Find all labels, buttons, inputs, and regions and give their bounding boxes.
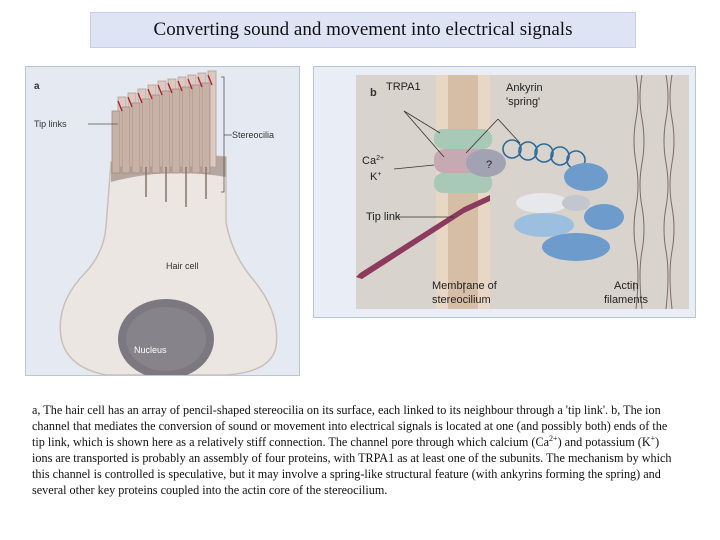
tip-link-label: Tip link — [366, 211, 401, 223]
stereocilia-label: Stereocilia — [232, 130, 274, 140]
panel-b-letter: b — [370, 87, 377, 99]
hair-cell-body — [59, 153, 278, 376]
trpa1-label: TRPA1 — [386, 81, 421, 93]
membrane-label-line-2: stereocilium — [432, 294, 491, 306]
hair-cell-label: Hair cell — [166, 261, 199, 271]
tip-link-shape — [356, 207, 464, 279]
actin-label-line-1: Actin — [614, 280, 638, 292]
coupling-proteins — [514, 163, 624, 261]
membrane-label-line-1: Membrane of — [432, 280, 498, 292]
unknown-protein — [466, 149, 506, 177]
figure-caption: a, The hair cell has an array of pencil-… — [32, 403, 672, 497]
stereocilia-bundle — [111, 70, 217, 207]
panel-a-letter: a — [34, 81, 40, 92]
actin-filaments-shape — [633, 74, 675, 310]
hair-cell-illustration: a Tip links Stereocilia Hair cell Nucleu… — [26, 67, 299, 379]
potassium-label: K+ — [370, 171, 381, 183]
question-mark-label: ? — [486, 159, 492, 171]
ankyrin-label-line-1: Ankyrin — [506, 82, 543, 94]
panel-b-ion-channel-figure: b TRPA1 Ankyrin 'spring' Ca2+ K+ ? Tip l… — [313, 66, 696, 318]
calcium-label: Ca2+ — [362, 155, 384, 167]
panel-a-hair-cell-figure: a Tip links Stereocilia Hair cell Nucleu… — [25, 66, 300, 379]
ankyrin-label-line-2: 'spring' — [506, 96, 540, 108]
ion-channel-illustration: b TRPA1 Ankyrin 'spring' Ca2+ K+ ? Tip l… — [356, 74, 689, 310]
nucleus-label: Nucleus — [134, 345, 167, 355]
slide-title: Converting sound and movement into elect… — [90, 12, 636, 48]
tip-links-label: Tip links — [34, 119, 67, 129]
actin-label-line-2: filaments — [604, 294, 649, 306]
